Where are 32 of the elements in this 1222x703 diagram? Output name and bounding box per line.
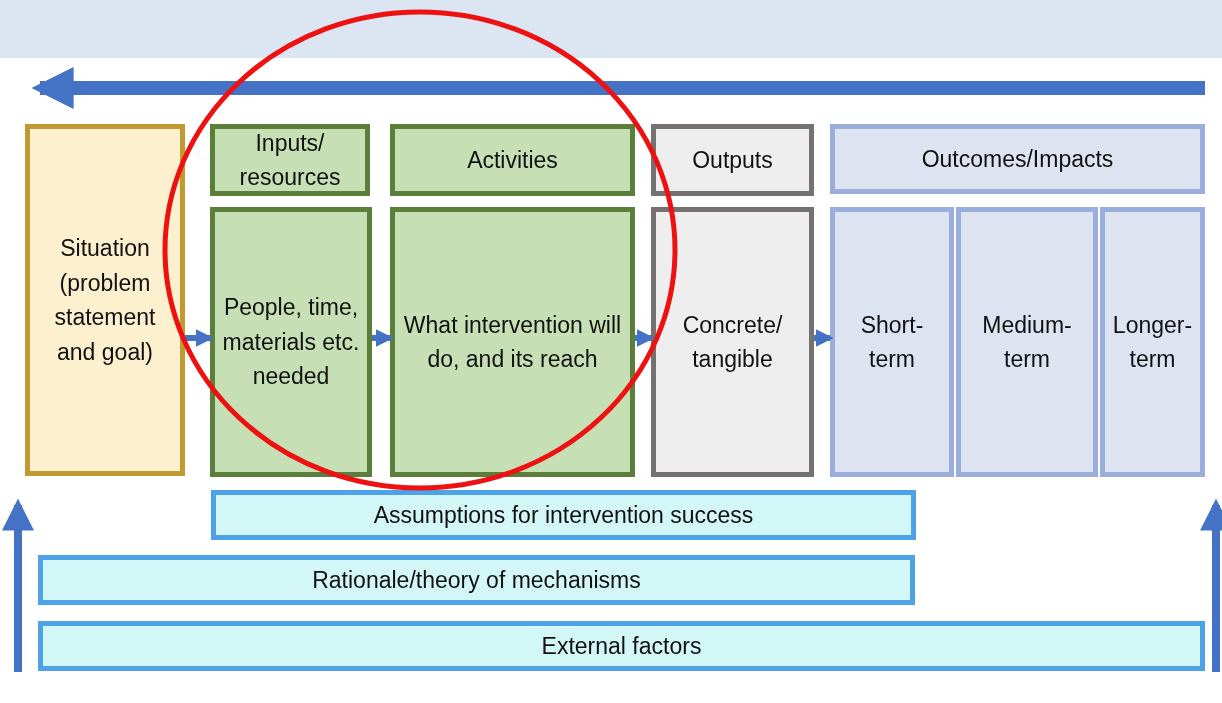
arrow [814,329,834,347]
box-label: Short-term [859,310,925,374]
box-label: People, time, materials etc. needed [221,293,361,392]
arrow [185,329,214,347]
stage-box [830,124,1205,194]
arrow [372,329,394,347]
box-label: Activities [466,145,559,175]
stage-box [390,124,635,196]
box-label: Longer-term [1111,310,1194,374]
stage-box [390,207,635,477]
stage-box [210,207,372,477]
box-label: What intervention will do, and its reach [402,310,623,374]
stage-box [956,207,1098,477]
box-label: Concrete/ tangible [681,310,784,374]
box-label: External factors [540,631,703,661]
stage-box [210,124,370,196]
box-label: Rationale/theory of mechanisms [311,565,642,595]
factor-bar [38,621,1205,671]
stage-box [1100,207,1205,477]
box-label: Assumptions for intervention success [372,500,755,530]
stage-box [830,207,954,477]
stage-box [651,124,814,196]
box-label: Outcomes/Impacts [920,144,1115,174]
arrow [635,329,655,347]
factor-bar [38,555,915,605]
stage-box [25,124,185,476]
box-label: Inputs/ resources [238,128,342,192]
box-label: Medium-term [981,310,1073,374]
box-label: Outputs [691,145,774,175]
factor-bar [211,490,916,540]
stage-box [651,207,814,477]
box-label: Situation (problem statement and goal) [53,234,157,367]
